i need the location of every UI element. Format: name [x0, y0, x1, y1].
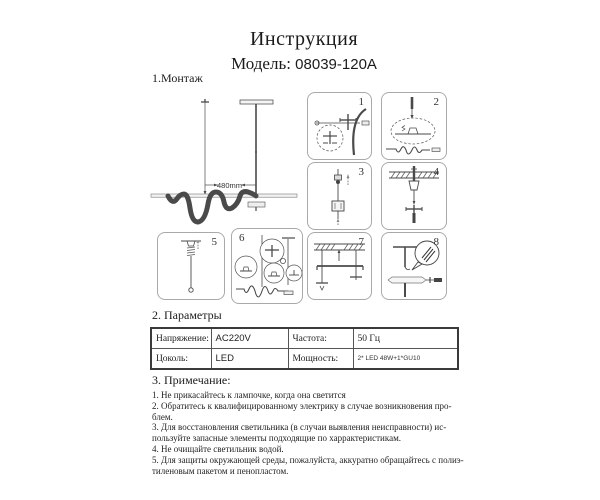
step-6-number: 6: [239, 232, 245, 244]
note-line: тиленовым пакетом и пенопластом.: [152, 465, 289, 476]
page-title: Инструкция: [249, 28, 359, 50]
note-line: 2. Обратитесь к квалифицированному элект…: [152, 400, 452, 411]
step-3-number: 3: [358, 166, 365, 178]
step-8-box: 8: [381, 232, 447, 300]
step-4-box: 4: [381, 162, 447, 230]
step-3-box: 3: [307, 162, 372, 230]
step-1-box: 1: [307, 92, 372, 160]
note-line: 5. Для защиты окружающей среды, пожалуйс…: [152, 454, 464, 465]
model-number: 08039-120A: [295, 56, 377, 73]
note-line: 1. Не прикасайтесь к лампочке, когда она…: [152, 390, 346, 400]
step-7-box: 7: [307, 232, 372, 300]
note-line: блем.: [152, 411, 173, 422]
section-montage-heading: 1.Монтаж: [152, 71, 203, 85]
table-row: Цоколь: LED Мощность: 2* LED 48W+1*GU10: [150, 348, 459, 370]
step-5-number: 5: [211, 236, 218, 248]
step-7-illustration: [314, 243, 365, 291]
step-6-box: 6: [231, 228, 303, 304]
param-value-power: 2* LED 48W+1*GU10: [352, 348, 459, 370]
note-line: 4. Не очищайте светильник водой.: [152, 443, 284, 454]
step-8-number: 8: [433, 236, 440, 248]
step-5-box: 5: [157, 232, 225, 300]
step-5-illustration: [181, 239, 201, 293]
step-8-illustration: [387, 240, 442, 297]
param-value-voltage: AC220V: [210, 327, 289, 349]
param-label-power: Мощность:: [287, 348, 354, 370]
param-label-voltage: Напряжение:: [150, 327, 212, 349]
section-notes-heading: 3. Примечание:: [152, 373, 231, 387]
step-4-illustration: [389, 166, 439, 223]
note-line: пользуйте запасные элементы подходящие п…: [152, 433, 402, 444]
table-row: Напряжение: AC220V Частота: 50 Гц: [150, 327, 459, 349]
step-4-number: 4: [433, 166, 440, 178]
model-label: Модель:: [231, 54, 291, 73]
step-3-illustration: [331, 169, 350, 225]
step-2-box: 2: [381, 92, 447, 160]
param-value-frequency: 50 Гц: [352, 327, 459, 349]
section-params-heading: 2. Параметры: [152, 308, 222, 322]
model-line: Модель: 08039-120A: [150, 54, 458, 74]
step-1-number: 1: [358, 96, 365, 108]
param-label-frequency: Частота:: [287, 327, 354, 349]
notes-list: 1. Не прикасайтесь к лампочке, когда она…: [152, 390, 464, 476]
params-table: Напряжение: AC220V Частота: 50 Гц Цоколь…: [150, 327, 459, 370]
param-label-socket: Цоколь:: [150, 348, 212, 370]
param-value-socket: LED: [210, 348, 289, 370]
step-7-number: 7: [358, 236, 365, 248]
dimension-label: 480mm: [217, 181, 242, 190]
step-2-illustration: [386, 97, 441, 155]
step-1-illustration: [314, 108, 370, 156]
step-6-illustration: [234, 235, 302, 298]
main-diagram: 480mm: [150, 99, 298, 225]
note-line: 3. Для восстановления светильника (в слу…: [152, 422, 447, 433]
step-2-number: 2: [433, 96, 440, 108]
